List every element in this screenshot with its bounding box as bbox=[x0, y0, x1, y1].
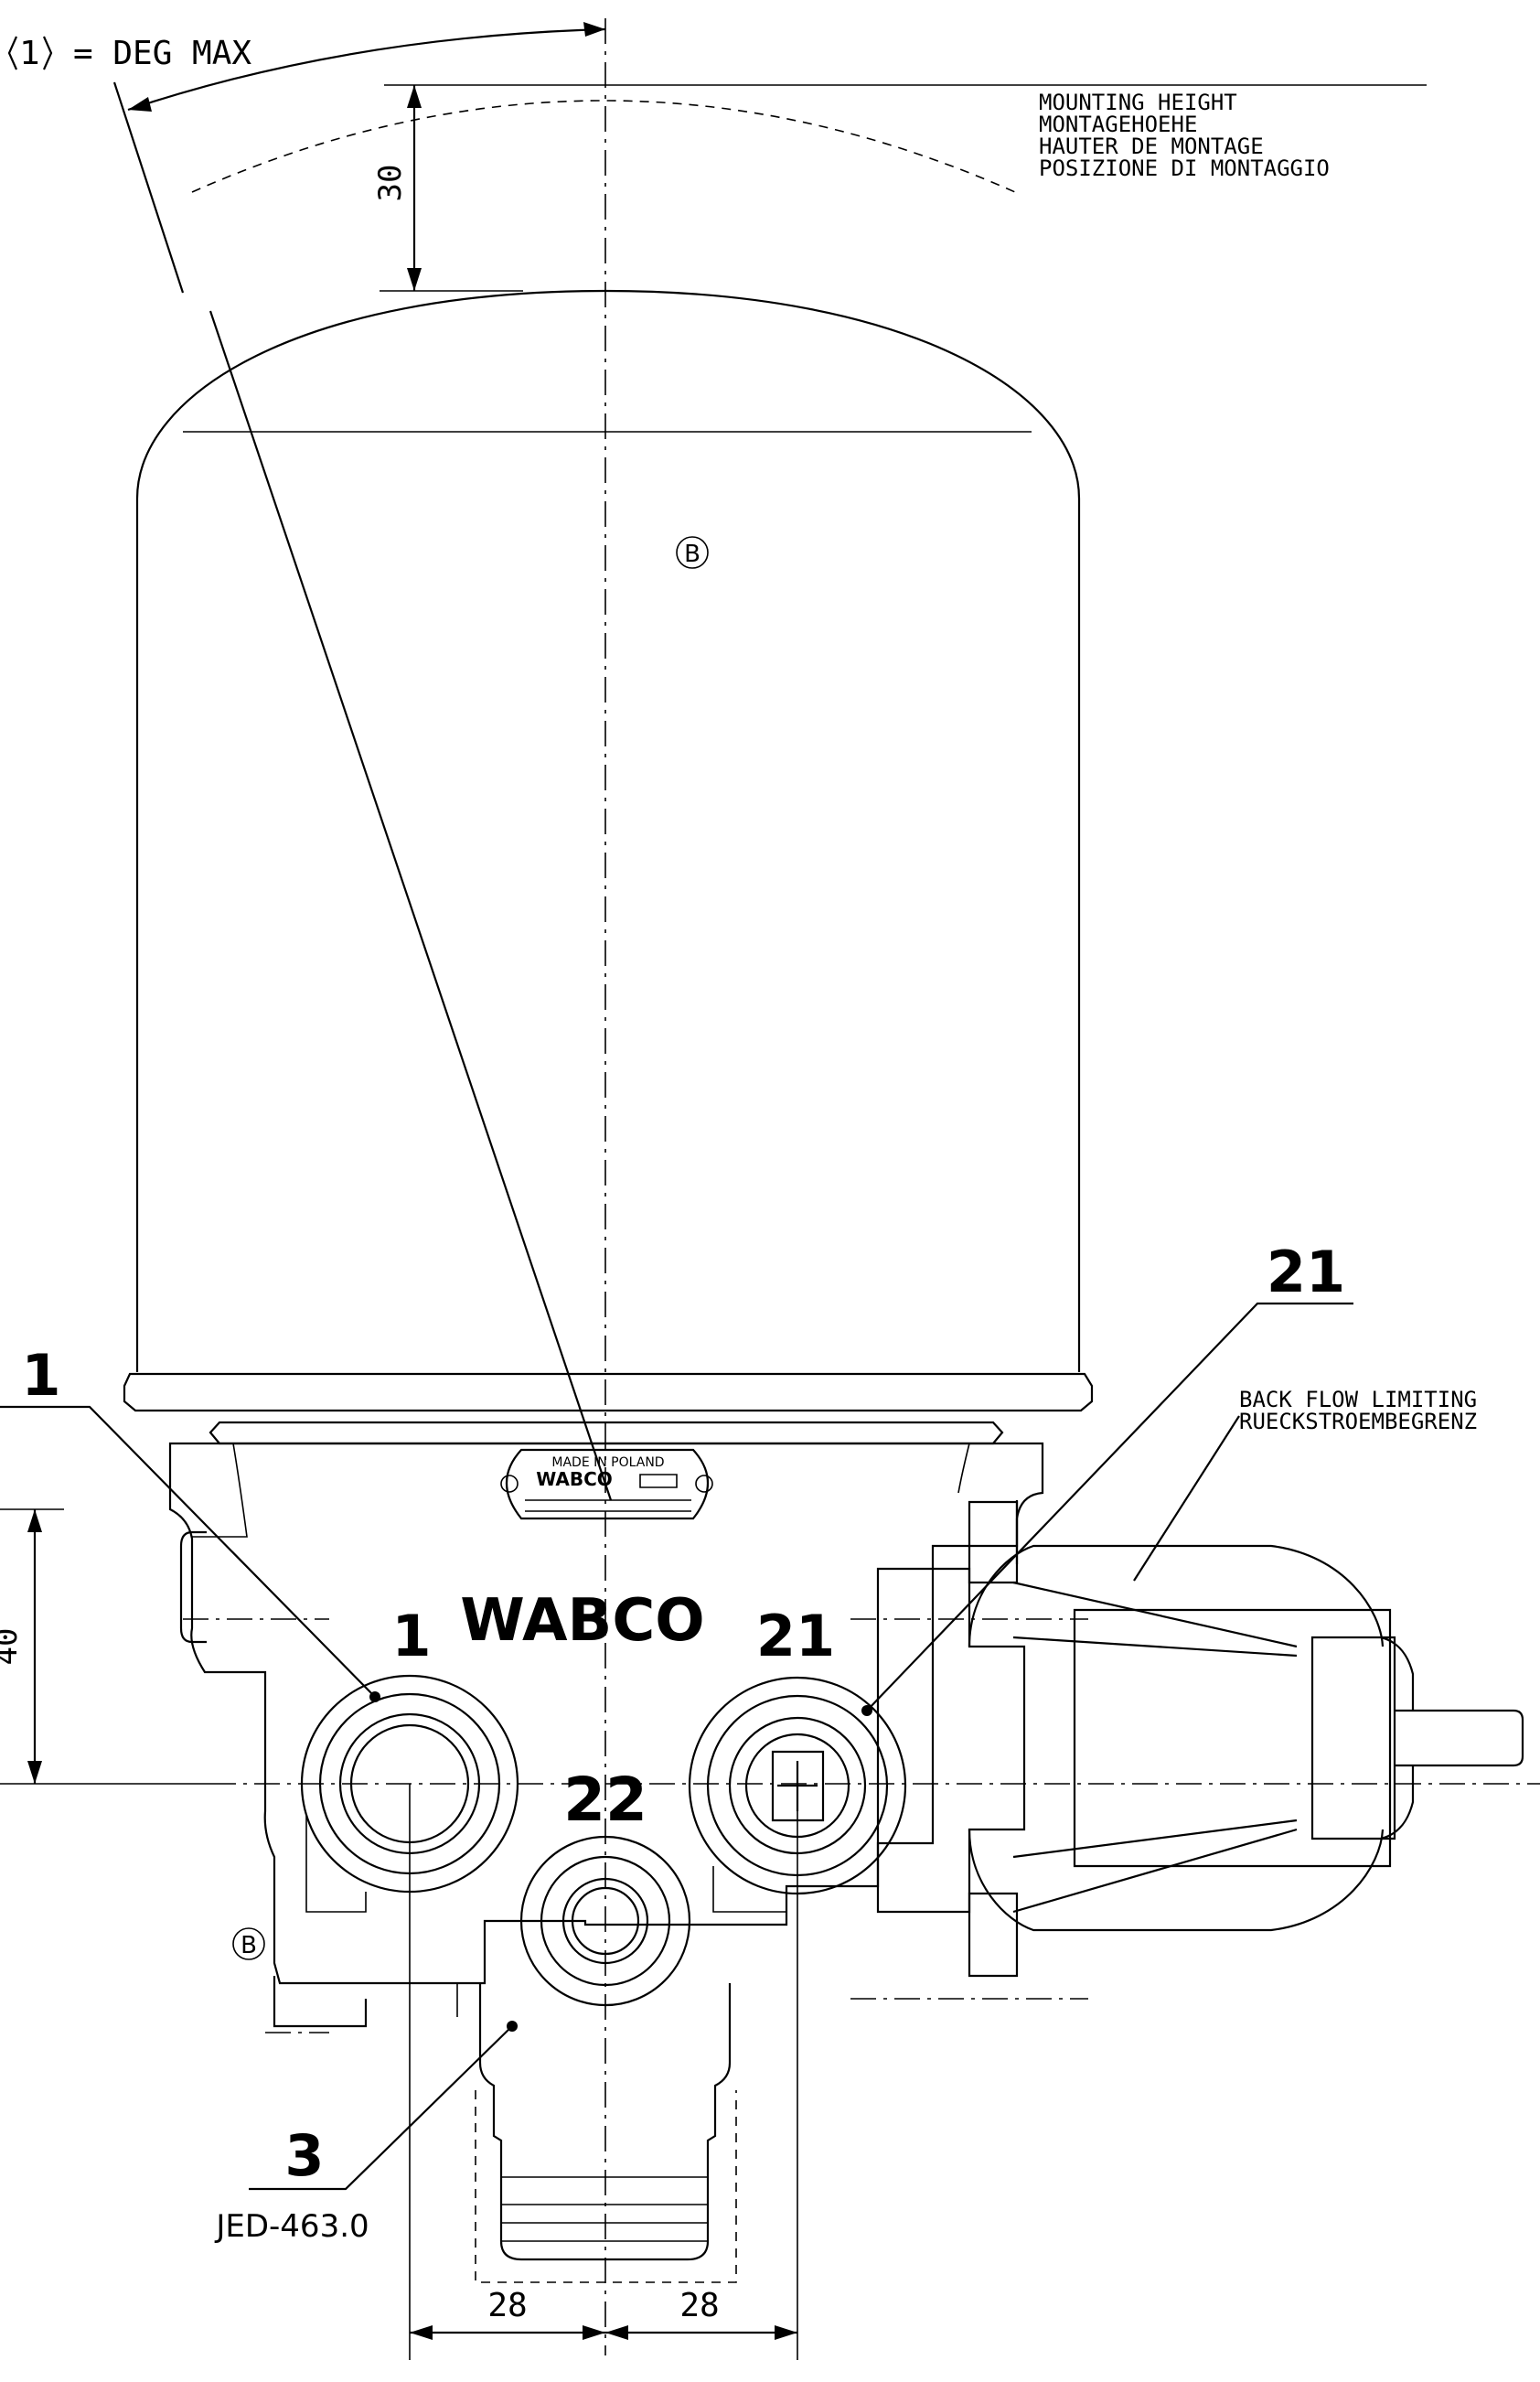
port-22-outer bbox=[519, 1835, 691, 2007]
marker-b-bottom: B bbox=[241, 1932, 257, 1959]
cartridge-dome bbox=[135, 289, 1081, 1372]
dim-40-arrow-bottom bbox=[27, 1761, 42, 1784]
mounting-height-line-1: MOUNTING HEIGHT bbox=[1039, 90, 1237, 115]
plate-made-in: MADE IN POLAND bbox=[551, 1455, 664, 1470]
port-22-ring bbox=[540, 1855, 671, 1987]
note-symbol-bracket bbox=[7, 36, 53, 70]
dim-28-arrow-4 bbox=[775, 2325, 797, 2340]
callout-3-leader bbox=[249, 2025, 513, 2191]
dim-28-arrow-3 bbox=[605, 2325, 628, 2340]
callout-21-dot bbox=[861, 1705, 872, 1716]
cartridge-base-ring bbox=[123, 1372, 1094, 1412]
mounting-height-arc bbox=[191, 100, 1016, 193]
plate-rivet-right bbox=[695, 1475, 713, 1493]
housing-right-step bbox=[957, 1443, 970, 1494]
dim-30-arrow-bottom bbox=[407, 268, 422, 291]
housing-lower-left bbox=[305, 1816, 367, 1913]
limiter-fins bbox=[1012, 1500, 1298, 1914]
limiter-top-body bbox=[968, 1544, 1385, 1647]
exhaust-hidden-outline bbox=[475, 2090, 737, 2283]
dim-30-label: 30 bbox=[372, 165, 409, 202]
tilt-line bbox=[209, 310, 613, 1501]
angle-arrow-right bbox=[583, 22, 605, 37]
left-boss bbox=[179, 1530, 207, 1644]
dim-28-right-label: 28 bbox=[679, 2287, 719, 2324]
port-22-label: 22 bbox=[563, 1765, 647, 1835]
mounting-height-line-4: POSIZIONE DI MONTAGGIO bbox=[1039, 156, 1330, 181]
plate-rivet-left bbox=[500, 1475, 519, 1493]
callout-3-dot bbox=[507, 2021, 518, 2032]
dim-28-arrow-2 bbox=[583, 2325, 605, 2340]
dim-28-arrow-1 bbox=[410, 2325, 433, 2340]
callout-3-reference: JED-463.0 bbox=[214, 2208, 369, 2245]
dim-40-label: 40 bbox=[0, 1628, 25, 1666]
plate-box bbox=[639, 1474, 678, 1488]
limiter-bottom-body bbox=[968, 1829, 1385, 1932]
marker-b-circle-bottom bbox=[232, 1927, 265, 1960]
limiter-outlet-shoulder bbox=[1380, 1636, 1415, 1840]
valve-housing bbox=[168, 1442, 1044, 1985]
housing-left-step bbox=[192, 1443, 248, 1538]
plate-text-lines bbox=[525, 1499, 691, 1512]
exhaust-port-3 bbox=[478, 1983, 732, 2261]
limiter-top-clip bbox=[968, 1500, 1019, 1584]
right-flange bbox=[876, 1567, 1026, 1914]
dim-40-arrow-top bbox=[27, 1509, 42, 1532]
callout-21-leader bbox=[866, 1302, 1353, 1711]
left-foot bbox=[273, 1976, 368, 2028]
dim-28-left-label: 28 bbox=[487, 2287, 527, 2324]
plate-brand: WABCO bbox=[536, 1468, 613, 1490]
housing-brand: WABCO bbox=[460, 1587, 704, 1655]
mounting-height-line-3: HAUTER DE MONTAGE bbox=[1039, 134, 1264, 159]
callout-1-leader bbox=[0, 1405, 376, 1698]
back-flow-leader bbox=[1133, 1415, 1240, 1582]
callout-3-label: 3 bbox=[284, 2122, 324, 2189]
port-21-label: 21 bbox=[756, 1603, 835, 1669]
port-21-check-valve bbox=[771, 1750, 825, 1822]
note-symbol: 1 bbox=[20, 35, 41, 72]
angle-arc bbox=[127, 27, 606, 112]
limiter-main-body bbox=[1073, 1608, 1392, 1868]
limiter-outlet bbox=[1395, 1709, 1524, 1767]
limiter-collar bbox=[1310, 1636, 1396, 1840]
callout-21-label: 21 bbox=[1267, 1239, 1345, 1305]
housing-lower-right bbox=[712, 1866, 786, 1913]
back-flow-line-2: RUECKSTROEMBEGRENZ bbox=[1239, 1409, 1477, 1434]
marker-b-circle-top bbox=[676, 536, 709, 569]
tilt-line-top bbox=[112, 81, 185, 294]
name-plate bbox=[505, 1448, 710, 1520]
port-22-bore bbox=[561, 1877, 649, 1965]
marker-b-top: B bbox=[684, 541, 700, 568]
port-1-label: 1 bbox=[391, 1603, 431, 1669]
callout-1-label: 1 bbox=[21, 1342, 60, 1409]
mounting-height-line-2: MONTAGEHOEHE bbox=[1039, 112, 1197, 137]
callout-1-dot bbox=[369, 1691, 380, 1702]
dim-30-arrow-top bbox=[407, 85, 422, 108]
port-22-inner bbox=[571, 1886, 640, 1956]
angle-arrow-left bbox=[128, 97, 152, 112]
seal-ring bbox=[209, 1421, 1004, 1445]
limiter-bottom-clip bbox=[968, 1892, 1019, 1978]
note-text: = DEG MAX bbox=[73, 35, 251, 72]
exhaust-grooves bbox=[501, 2176, 708, 2242]
back-flow-line-1: BACK FLOW LIMITING bbox=[1239, 1387, 1477, 1412]
